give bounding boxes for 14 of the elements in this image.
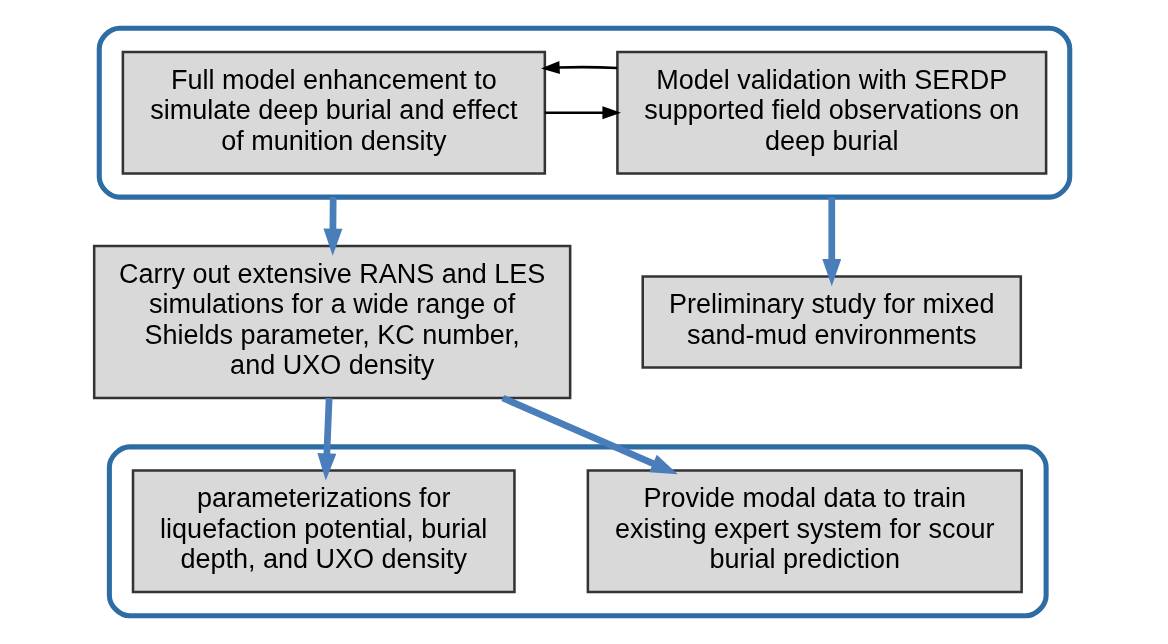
cluster (96, 25, 1072, 200)
node-box: Model validation with SERDP supported field observations on deep burial (615, 50, 1047, 175)
arrow (540, 61, 617, 75)
node-box: Preliminary study for mixed sand-mud environments (640, 275, 1022, 369)
node-box: Full model enhancement to simulate deep burial and effect of munition density (121, 50, 546, 175)
arrow (322, 197, 342, 256)
arrow (544, 106, 621, 120)
arrow (500, 394, 678, 475)
node-box: parameterizations for liquefaction potential, burial depth, and UXO density (131, 469, 516, 594)
node-box: Provide modal data to train existing expert system for scour burial prediction (586, 469, 1023, 594)
arrow (821, 197, 841, 287)
cluster (106, 444, 1049, 619)
node-box: Carry out extensive RANS and LES simulations for a wide range of Shields parameter, KC number, and UXO density (92, 244, 571, 400)
arrow (316, 397, 336, 481)
